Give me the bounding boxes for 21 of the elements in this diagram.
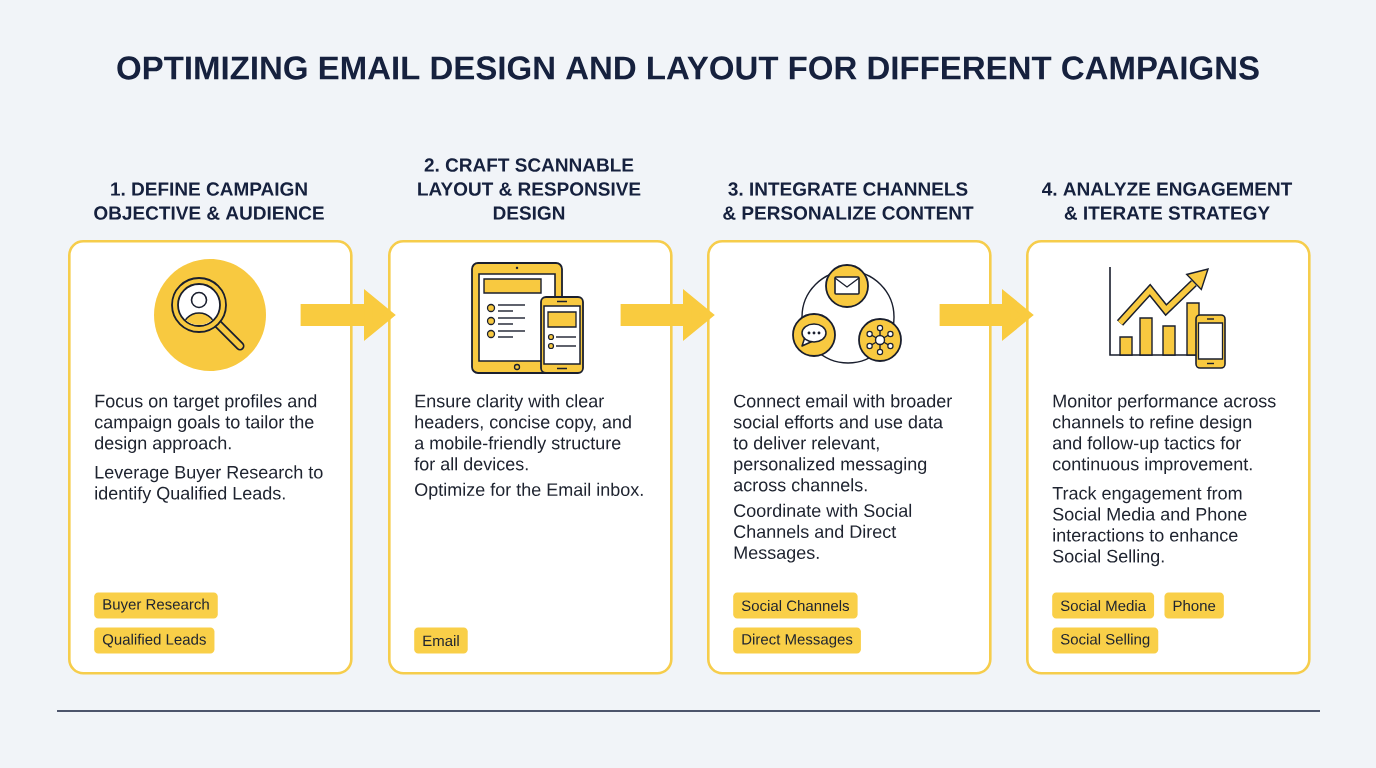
keyword-tag: Buyer Research bbox=[94, 592, 218, 619]
step-heading: 2. CRAFT SCANNABLE LAYOUT & RESPONSIVE DESIGN bbox=[418, 158, 641, 220]
keyword-tag: Social Media bbox=[1052, 592, 1155, 619]
description-text: Monitor performance across channels to refine design and follow-up tactics for continuous improvement. bbox=[1053, 394, 1276, 474]
keyword-tag: Social Channels bbox=[733, 592, 858, 619]
step-heading: 3. INTEGRATE CHANNELS & PERSONALIZE CONTENT bbox=[723, 182, 974, 220]
keyword-tag: Direct Messages bbox=[733, 627, 861, 654]
step-heading: 1. DEFINE CAMPAIGN OBJECTIVE & AUDIENCE bbox=[94, 182, 324, 220]
keyword-tag: Phone bbox=[1164, 592, 1224, 619]
description-text: Ensure clarity with clear headers, concise copy, and a mobile-friendly structure for all devices. bbox=[414, 394, 631, 471]
description-text: Leverage Buyer Research to identify Qualified Leads. bbox=[95, 465, 323, 504]
description-text: Connect email with broader social efforts and use data to deliver relevant, personalized messaging across channels. bbox=[733, 394, 952, 492]
keyword-tag: Qualified Leads bbox=[94, 627, 215, 654]
description-text: Optimize for the Email inbox. bbox=[415, 482, 643, 500]
keyword-tag: Social Selling bbox=[1052, 627, 1159, 654]
description-text: Focus on target profiles and campaign goals to tailor the design approach. bbox=[94, 394, 317, 453]
title: OPTIMIZING EMAIL DESIGN AND LAYOUT FOR DIFFERENT CAMPAIGNS bbox=[117, 56, 1259, 80]
description-text: Coordinate with Social Channels and Direct Messages. bbox=[734, 503, 912, 563]
keyword-tag: Email bbox=[414, 627, 468, 654]
step-heading: 4. ANALYZE ENGAGEMENT & ITERATE STRATEGY bbox=[1042, 182, 1293, 220]
description-text: Track engagement from Social Media and Phone interactions to enhance Social Selling. bbox=[1052, 486, 1247, 567]
